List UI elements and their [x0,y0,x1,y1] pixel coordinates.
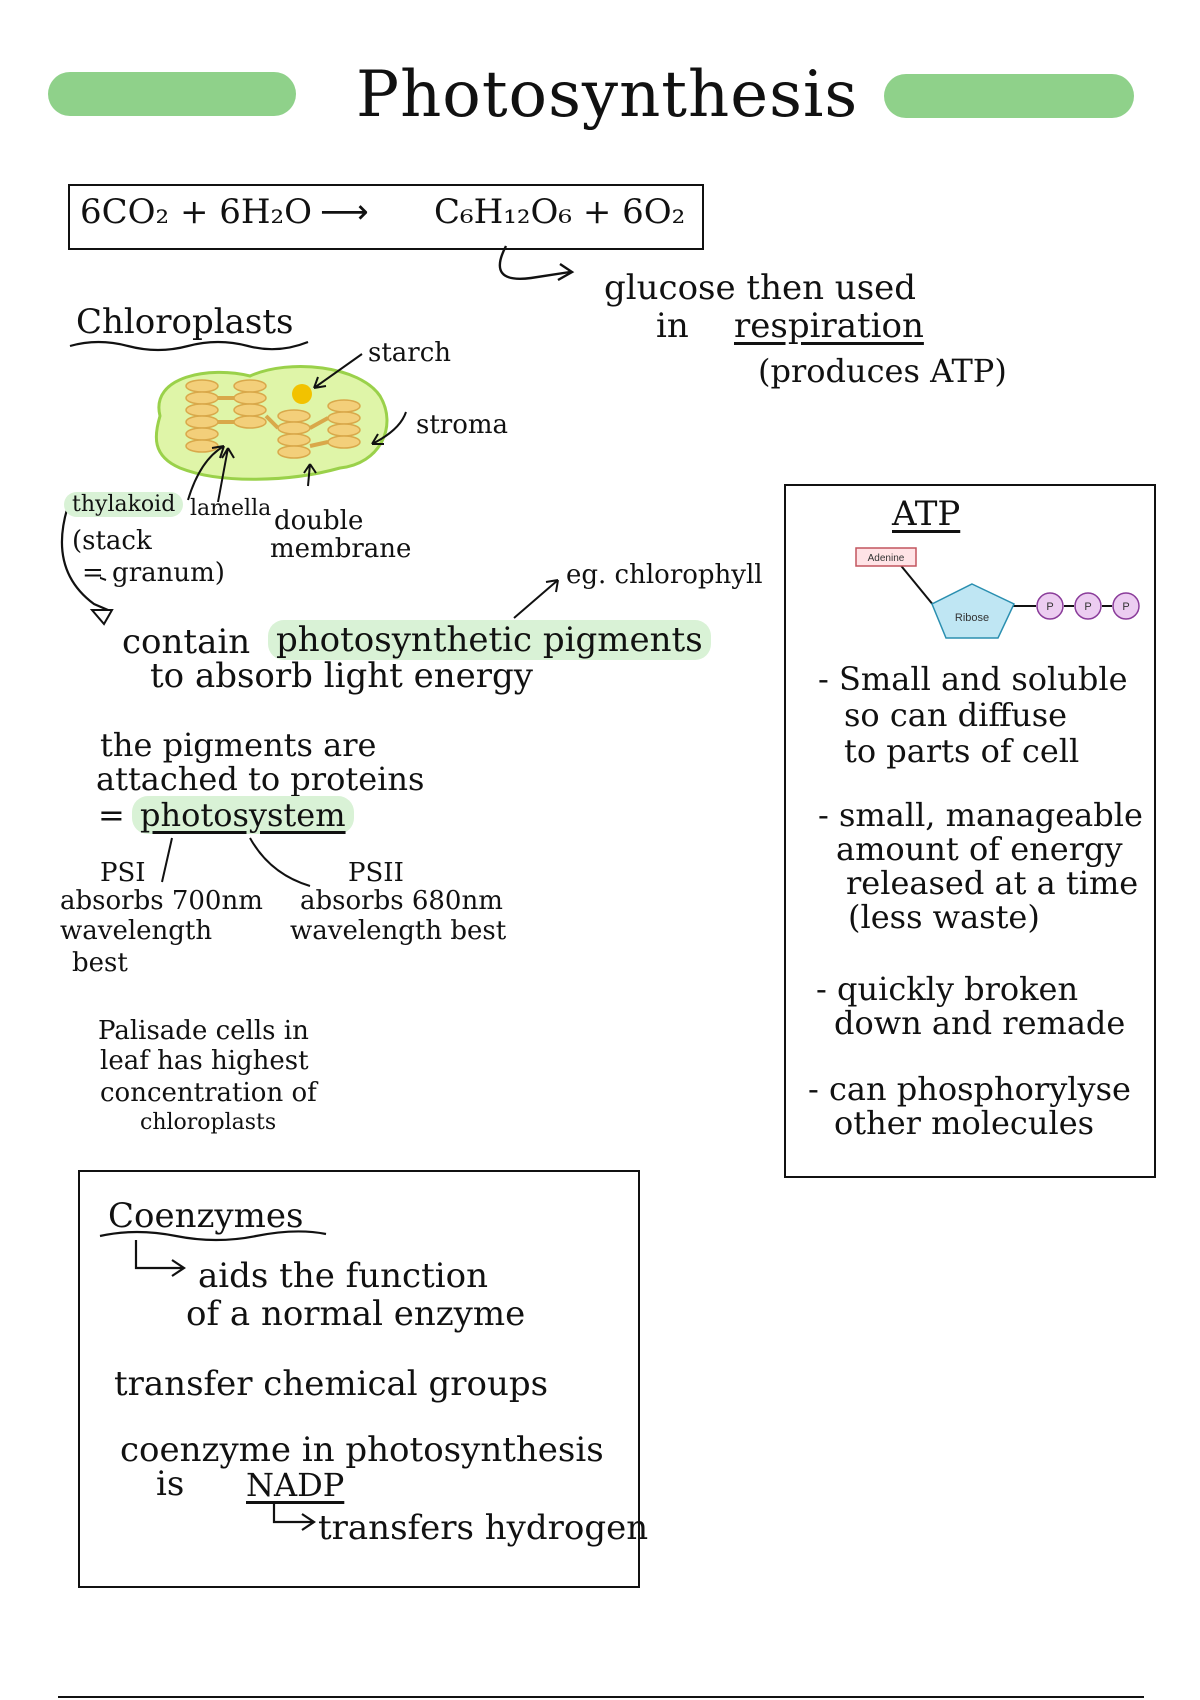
palisade-line1: Palisade cells in [98,1016,309,1046]
psii-name: PSII [348,858,404,888]
palisade-line3: concentration of [100,1078,317,1108]
atp-point2-line1: - small, manageable [818,796,1143,834]
atp-point1-line3: to parts of cell [844,732,1080,770]
coenzymes-line5-is: is [156,1464,185,1504]
equation-arrow: ⟶ [320,192,369,232]
coenzymes-line4: coenzyme in photosynthesis [120,1430,604,1470]
glucose-note-in: in [656,306,689,346]
chloroplasts-underline [69,340,309,352]
respiration-link: respiration [734,306,924,346]
photosystem-highlight: photosystem [132,796,354,834]
coenzymes-line3: transfer chemical groups [114,1364,549,1404]
photosynthetic-pigments-highlight: photosynthetic pigments [268,620,711,660]
palisade-line2: leaf has highest [100,1046,309,1076]
atp-adenine-label: Adenine [868,553,905,564]
coenzymes-heading: Coenzymes [108,1196,304,1236]
flow-arrow-to-pigments [60,505,114,626]
membrane-label: membrane [270,534,412,564]
page-title: Photosynthesis [356,58,859,132]
atp-phosphate-1: P [1046,601,1053,613]
chlorophyll-example: eg. chlorophyll [566,560,763,590]
nadp-label: NADP [246,1466,345,1504]
granum-label: = granum) [82,558,225,588]
equation-box [68,184,704,250]
palisade-line4: chloroplasts [140,1110,277,1135]
pigments-attached-line2: attached to proteins [96,760,425,798]
atp-point4-line2: other molecules [834,1104,1095,1142]
atp-diagram: Adenine Ribose P P P [855,547,1140,639]
coenzymes-underline-and-arrow [99,1230,327,1277]
header-pill-left [48,72,296,116]
coenzymes-line2: of a normal enzyme [186,1294,526,1334]
chloroplasts-heading: Chloroplasts [76,302,294,342]
psi-line3: best [72,948,128,978]
stroma-label: stroma [416,410,509,440]
chlorophyll-arrow [513,579,559,619]
photosystem-branches [161,837,311,887]
atp-ribose-label: Ribose [955,612,989,624]
atp-point3-line1: - quickly broken [816,970,1079,1008]
atp-point2-line2: amount of energy [836,830,1123,868]
coenzymes-line1: aids the function [198,1256,488,1296]
double-label: double [274,506,364,536]
glucose-note-line3: (produces ATP) [758,352,1007,390]
equation-reactants: 6CO₂ + 6H₂O [80,192,313,232]
thylakoid-label: thylakoid [64,492,184,517]
atp-point1-line2: so can diffuse [844,696,1068,734]
psii-line2: wavelength best [290,916,507,946]
chloroplast-label-arrows [100,353,407,581]
pigments-line2: to absorb light energy [150,656,533,696]
atp-point2-line3: released at a time [846,864,1139,902]
lamella-label: lamella [190,496,272,521]
atp-point1-line1: - Small and soluble [818,660,1128,698]
starch-label: starch [368,338,452,368]
stack-label: (stack [72,526,152,556]
chloroplast-diagram [154,365,389,481]
glucose-arrow [498,245,575,282]
atp-point2-line4: (less waste) [848,898,1040,936]
page-bottom-rule [58,1696,1144,1698]
atp-point3-line2: down and remade [834,1004,1126,1042]
atp-heading: ATP [892,494,961,534]
header-pill-right [884,74,1134,118]
atp-phosphate-3: P [1122,601,1129,613]
psi-line2: wavelength [60,916,213,946]
atp-phosphate-2: P [1084,601,1091,613]
coenzymes-line6: transfers hydrogen [318,1508,649,1548]
pigments-contain: contain [122,622,251,662]
psi-line1: absorbs 700nm [60,886,263,916]
equation-products: C₆H₁₂O₆ + 6O₂ [434,192,686,232]
glucose-note-line1: glucose then used [604,268,917,308]
coenzymes-box [78,1170,640,1588]
pigments-attached-line1: the pigments are [100,726,377,764]
psi-name: PSI [100,858,146,888]
photosystem-equals: = [98,796,125,834]
psii-line1: absorbs 680nm [300,886,503,916]
atp-point4-line1: - can phosphorylyse [808,1070,1131,1108]
nadp-arrow [272,1502,316,1531]
